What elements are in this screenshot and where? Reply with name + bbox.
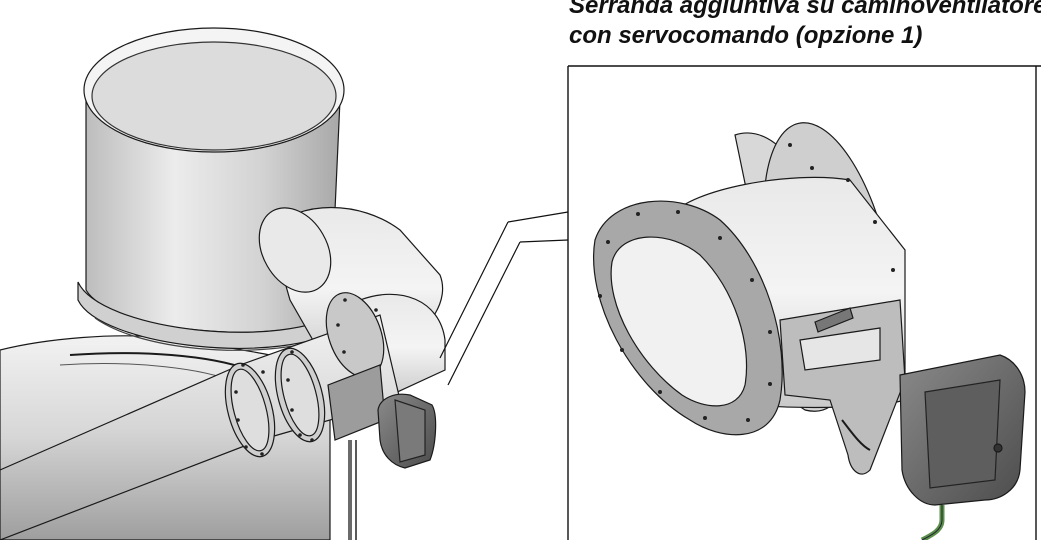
figure-caption: Serranda aggiuntiva su caminoventilatore… <box>569 0 1041 51</box>
detail-view-frame <box>567 65 1041 540</box>
damper-detail <box>593 122 1026 540</box>
front-flange-bolts <box>598 210 772 422</box>
caption-line-2: con servocomando (opzione 1) <box>569 22 923 49</box>
front-opening <box>610 236 748 407</box>
callout-leader-lines <box>439 211 569 386</box>
motor-screw <box>993 443 1003 453</box>
actuator-bracket <box>779 299 906 475</box>
caption-line-1: Serranda aggiuntiva su caminoventilatore <box>569 0 1041 19</box>
fan-assembly <box>0 27 446 540</box>
damper-shaft <box>814 307 854 333</box>
